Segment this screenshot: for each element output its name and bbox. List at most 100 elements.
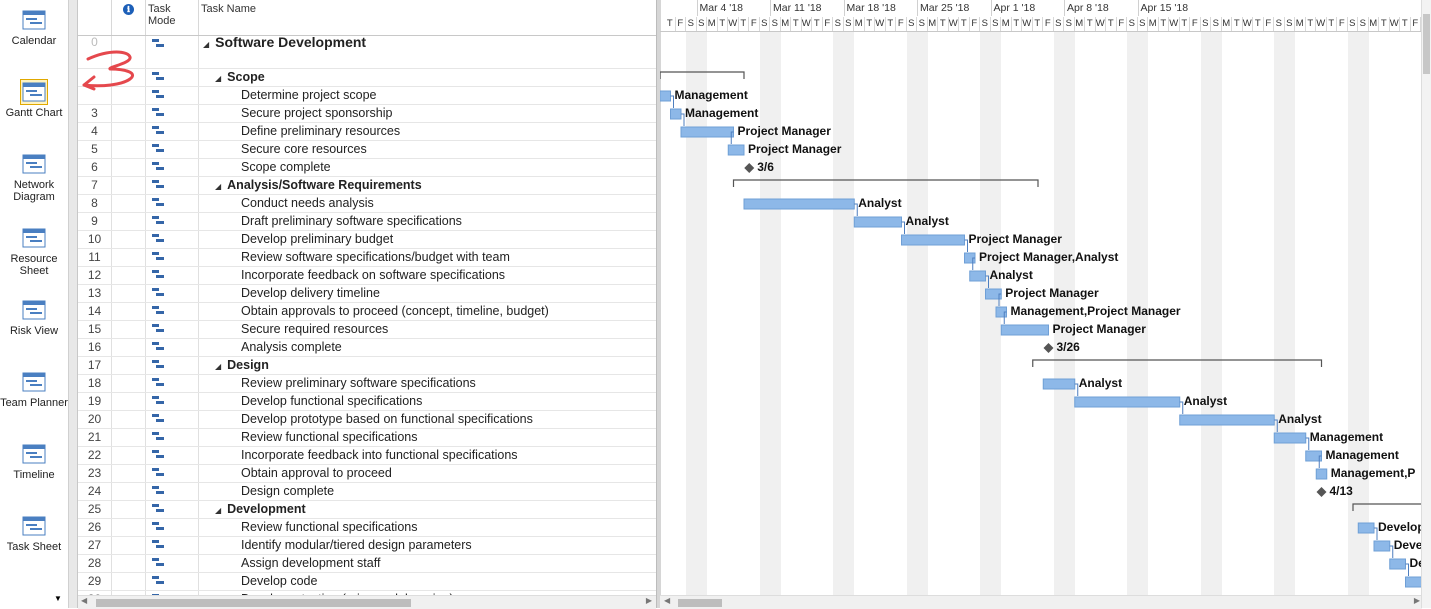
row-task-mode[interactable]: [146, 231, 199, 248]
table-row[interactable]: 17◢Design: [78, 357, 656, 375]
row-id[interactable]: 26: [78, 519, 112, 536]
task-bar[interactable]: [1180, 415, 1275, 425]
row-task-name[interactable]: Identify modular/tiered design parameter…: [199, 537, 656, 554]
view-risk-view[interactable]: Risk View: [0, 298, 68, 337]
table-row[interactable]: 9 Draft preliminary software specificatio…: [78, 213, 656, 231]
row-id[interactable]: 19: [78, 393, 112, 410]
row-task-mode[interactable]: [146, 69, 199, 86]
row-id[interactable]: 17: [78, 357, 112, 374]
row-id[interactable]: 23: [78, 465, 112, 482]
row-task-name[interactable]: Secure project sponsorship: [199, 105, 656, 122]
row-task-name[interactable]: Obtain approval to proceed: [199, 465, 656, 482]
summary-bar[interactable]: [734, 180, 1039, 187]
task-bar[interactable]: [671, 109, 682, 119]
row-task-name[interactable]: ◢Analysis/Software Requirements: [199, 177, 656, 194]
task-bar[interactable]: [1316, 469, 1327, 479]
row-task-name[interactable]: Secure required resources: [199, 321, 656, 338]
table-row[interactable]: 22 Incorporate feedback into functional s…: [78, 447, 656, 465]
row-id[interactable]: 24: [78, 483, 112, 500]
row-task-name[interactable]: Develop functional specifications: [199, 393, 656, 410]
row-id[interactable]: 4: [78, 123, 112, 140]
table-row[interactable]: 20 Develop prototype based on functional …: [78, 411, 656, 429]
table-row[interactable]: ◢Scope: [78, 69, 656, 87]
row-task-mode[interactable]: [146, 501, 199, 518]
row-task-name[interactable]: Incorporate feedback into functional spe…: [199, 447, 656, 464]
row-id[interactable]: 22: [78, 447, 112, 464]
milestone-diamond[interactable]: [744, 163, 754, 173]
collapse-triangle-icon[interactable]: ◢: [215, 74, 221, 83]
table-row[interactable]: 15 Secure required resources: [78, 321, 656, 339]
view-team-planner[interactable]: Team Planner: [0, 370, 68, 409]
row-task-mode[interactable]: [146, 573, 199, 590]
view-task-sheet[interactable]: Task Sheet: [0, 514, 68, 553]
chart-scroll-left-icon[interactable]: ◀: [664, 596, 670, 605]
table-row[interactable]: 6 Scope complete: [78, 159, 656, 177]
row-task-mode[interactable]: [146, 321, 199, 338]
table-row[interactable]: 19 Develop functional specifications: [78, 393, 656, 411]
row-task-name[interactable]: Review functional specifications: [199, 519, 656, 536]
row-task-mode[interactable]: [146, 213, 199, 230]
row-id[interactable]: 6: [78, 159, 112, 176]
row-id[interactable]: 20: [78, 411, 112, 428]
row-task-name[interactable]: ◢Software Development: [199, 36, 656, 68]
task-bar[interactable]: [902, 235, 965, 245]
info-column-header[interactable]: ℹ: [112, 0, 146, 35]
row-task-mode[interactable]: [146, 249, 199, 266]
row-task-name[interactable]: Draft preliminary software specification…: [199, 213, 656, 230]
row-id[interactable]: 21: [78, 429, 112, 446]
row-task-mode[interactable]: [146, 303, 199, 320]
row-task-name[interactable]: ◢Scope: [199, 69, 656, 86]
row-id[interactable]: 9: [78, 213, 112, 230]
row-id[interactable]: 13: [78, 285, 112, 302]
row-task-name[interactable]: Scope complete: [199, 159, 656, 176]
row-id[interactable]: 14: [78, 303, 112, 320]
row-task-mode[interactable]: [146, 429, 199, 446]
table-row[interactable]: 4 Define preliminary resources: [78, 123, 656, 141]
row-task-name[interactable]: Secure core resources: [199, 141, 656, 158]
row-id[interactable]: 27: [78, 537, 112, 554]
row-id[interactable]: 10: [78, 231, 112, 248]
row-task-name[interactable]: Assign development staff: [199, 555, 656, 572]
table-row[interactable]: 10 Develop preliminary budget: [78, 231, 656, 249]
row-task-mode[interactable]: [146, 141, 199, 158]
task-bar[interactable]: [1358, 523, 1374, 533]
row-id[interactable]: 15: [78, 321, 112, 338]
table-row[interactable]: 7◢Analysis/Software Requirements: [78, 177, 656, 195]
task-bar[interactable]: [1043, 379, 1075, 389]
chart-scroll-right-icon[interactable]: ▶: [1414, 596, 1420, 605]
chart-horizontal-scrollbar[interactable]: ◀ ▶: [660, 595, 1422, 609]
view-bar-splitter[interactable]: [69, 0, 78, 608]
row-task-mode[interactable]: [146, 357, 199, 374]
milestone-diamond[interactable]: [1044, 343, 1054, 353]
row-id[interactable]: 3: [78, 105, 112, 122]
id-column-header[interactable]: [78, 0, 112, 35]
summary-bar[interactable]: [1033, 360, 1322, 367]
row-task-mode[interactable]: [146, 105, 199, 122]
collapse-triangle-icon[interactable]: ◢: [215, 506, 221, 515]
row-task-mode[interactable]: [146, 411, 199, 428]
table-row[interactable]: 0◢Software Development: [78, 36, 656, 69]
row-task-name[interactable]: Develop preliminary budget: [199, 231, 656, 248]
row-task-name[interactable]: Develop prototype based on functional sp…: [199, 411, 656, 428]
row-task-mode[interactable]: [146, 393, 199, 410]
collapse-triangle-icon[interactable]: ◢: [203, 40, 209, 49]
row-task-mode[interactable]: [146, 483, 199, 500]
row-task-mode[interactable]: [146, 447, 199, 464]
task-mode-column-header[interactable]: Task Mode: [146, 0, 199, 35]
row-task-name[interactable]: Analysis complete: [199, 339, 656, 356]
view-resource-sheet[interactable]: Resource Sheet: [0, 226, 68, 277]
table-row[interactable]: 3 Secure project sponsorship: [78, 105, 656, 123]
grid-scroll-thumb[interactable]: [96, 599, 411, 607]
row-task-name[interactable]: Define preliminary resources: [199, 123, 656, 140]
collapse-triangle-icon[interactable]: ◢: [215, 362, 221, 371]
row-task-mode[interactable]: [146, 465, 199, 482]
row-task-name[interactable]: Conduct needs analysis: [199, 195, 656, 212]
